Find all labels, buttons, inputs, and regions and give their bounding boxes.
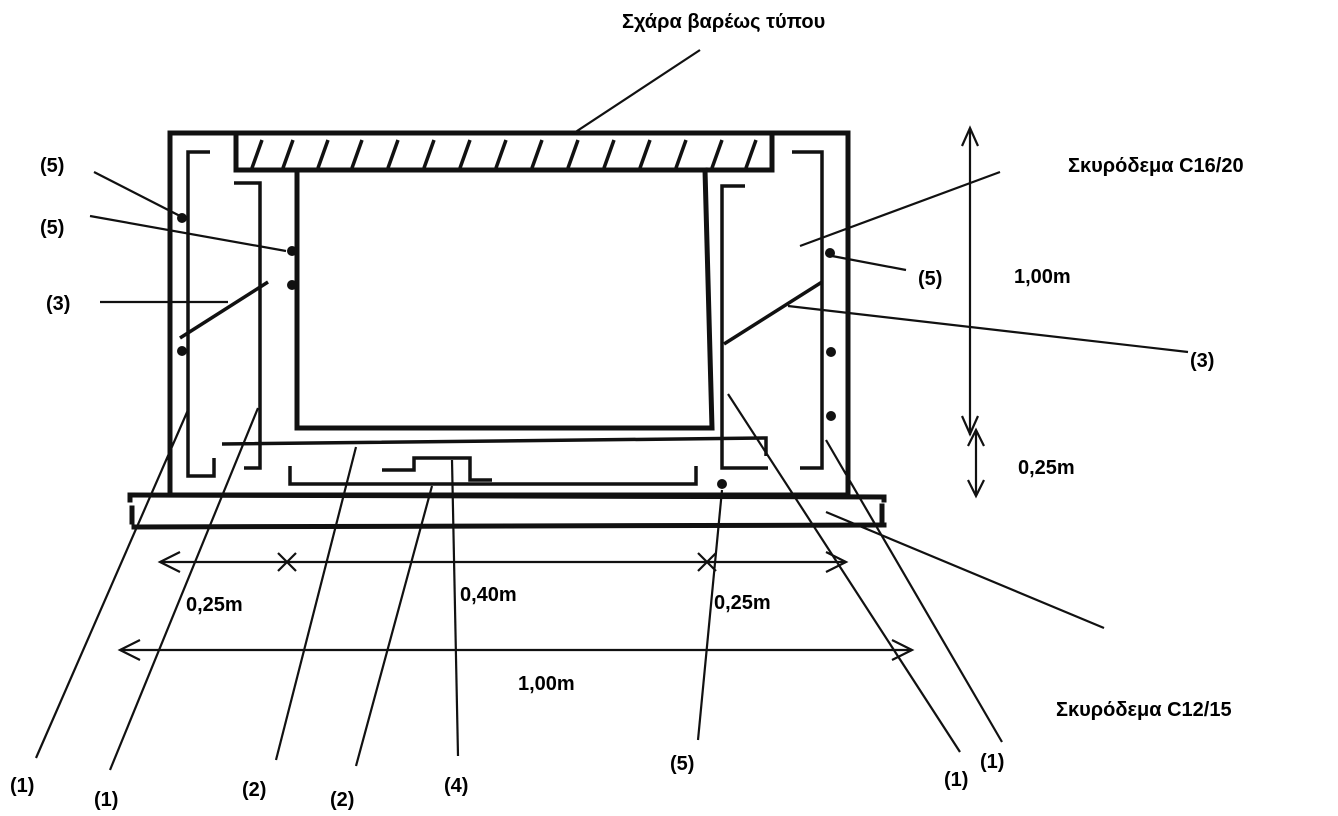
label-right-3: (3) (1190, 350, 1214, 372)
rebars-right (720, 150, 824, 470)
dim-width-total: 1,00m (518, 673, 575, 695)
dim-inner-width: 0,40m (460, 584, 517, 606)
label-bottom-1-d: (1) (980, 751, 1004, 773)
label-concrete-c16: Σκυρόδεμα C16/20 (1068, 155, 1244, 177)
label-bottom-1-b: (1) (94, 789, 118, 811)
dimension-lines (117, 125, 985, 661)
base-slab (127, 492, 887, 530)
dim-wall-left: 0,25m (186, 594, 243, 616)
label-bottom-1-c: (1) (944, 769, 968, 791)
dim-height-base: 0,25m (1018, 457, 1075, 479)
rebars-bottom (221, 436, 768, 486)
label-bottom-1-a: (1) (10, 775, 34, 797)
label-bottom-2-b: (2) (330, 789, 354, 811)
label-grating: Σχάρα βαρέως τύπου (622, 11, 825, 33)
label-left-5-b: (5) (40, 217, 64, 239)
label-left-5-a: (5) (40, 155, 64, 177)
label-bottom-4: (4) (444, 775, 468, 797)
text-labels: Σχάρα βαρέως τύπου Σκυρόδεμα C16/20 Σκυρ… (10, 11, 1244, 811)
heavy-grating (233, 130, 775, 173)
dim-wall-right: 0,25m (714, 592, 771, 614)
label-bottom-5: (5) (670, 753, 694, 775)
rebar-dots (177, 213, 836, 489)
label-concrete-c12: Σκυρόδεμα C12/15 (1056, 699, 1232, 721)
rebars-left (179, 150, 269, 478)
label-bottom-2-a: (2) (242, 779, 266, 801)
label-left-3: (3) (46, 293, 70, 315)
inner-channel-outline (294, 167, 715, 431)
dim-height-total: 1,00m (1014, 266, 1071, 288)
leader-lines (34, 49, 1189, 771)
label-right-5: (5) (918, 268, 942, 290)
